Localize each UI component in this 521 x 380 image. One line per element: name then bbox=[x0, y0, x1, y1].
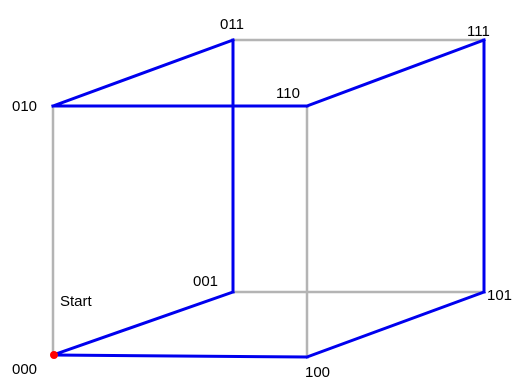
edge-001-000 bbox=[51, 290, 235, 357]
vertex-label-001: 001 bbox=[193, 273, 218, 290]
vertex-label-101: 101 bbox=[487, 287, 512, 304]
edge-100-101 bbox=[305, 290, 486, 359]
vertex-label-010: 010 bbox=[12, 98, 37, 115]
blue-edges bbox=[51, 38, 486, 359]
vertex-label-100: 100 bbox=[305, 364, 330, 380]
vertex-label-111: 111 bbox=[467, 23, 490, 40]
edge-000-100 bbox=[51, 353, 309, 359]
start-label: Start bbox=[60, 293, 93, 310]
edge-111-110 bbox=[305, 38, 486, 108]
edge-010-011 bbox=[51, 38, 235, 108]
vertex-label-011: 011 bbox=[220, 16, 244, 33]
start-marker bbox=[50, 351, 58, 359]
gray-edges bbox=[51, 38, 484, 357]
vertex-label-000: 000 bbox=[12, 361, 37, 378]
vertex-label-110: 110 bbox=[276, 85, 300, 102]
